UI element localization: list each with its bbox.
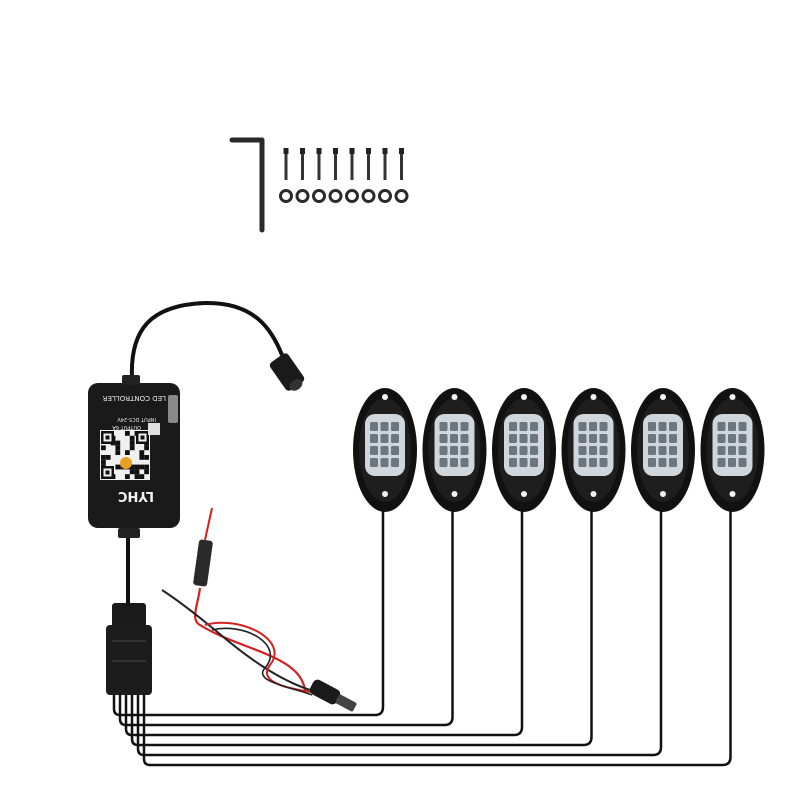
led-pod: [561, 388, 626, 512]
controller-label-line2: INPUT DC5-24V: [117, 416, 156, 422]
screw: [345, 148, 359, 203]
led-pod: [353, 388, 417, 512]
pod-cable: [112, 508, 385, 717]
washer: [279, 189, 293, 203]
led-pod: [422, 388, 487, 512]
fuse-wire-harness: [161, 507, 357, 712]
washer: [345, 189, 359, 203]
pod-cable: [124, 508, 524, 737]
led-pod: [700, 388, 765, 512]
washer: [295, 189, 310, 203]
pod-cable: [136, 508, 663, 757]
screw: [312, 148, 326, 203]
screw: [295, 148, 310, 203]
led-pod: [631, 388, 695, 512]
screw: [279, 148, 293, 203]
mounting-screws: [279, 148, 409, 203]
led-pods: [353, 388, 765, 512]
controller-box: LED CONTROLLER INPUT DC5-24V OUTPUT 6A L…: [88, 375, 180, 538]
pod-cable: [130, 508, 593, 747]
led-pod: [492, 388, 556, 512]
controller-label-line1: LED CONTROLLER: [103, 394, 166, 402]
controller-label-line3: OUTPUT 6A: [112, 424, 141, 430]
washer: [378, 189, 392, 203]
splitter-hub: [106, 603, 152, 695]
washer: [312, 189, 326, 203]
pod-cables: [112, 508, 732, 767]
screw: [328, 148, 343, 203]
screw: [378, 148, 392, 203]
screw: [394, 148, 409, 203]
washer: [328, 189, 343, 203]
screw: [361, 148, 376, 203]
controller-brand: LYHC: [118, 488, 154, 503]
washer: [361, 189, 376, 203]
allen-key: [229, 137, 265, 233]
washer: [394, 189, 409, 203]
pod-cable: [142, 508, 732, 767]
power-cable: [129, 300, 305, 391]
pod-cable: [118, 508, 454, 727]
